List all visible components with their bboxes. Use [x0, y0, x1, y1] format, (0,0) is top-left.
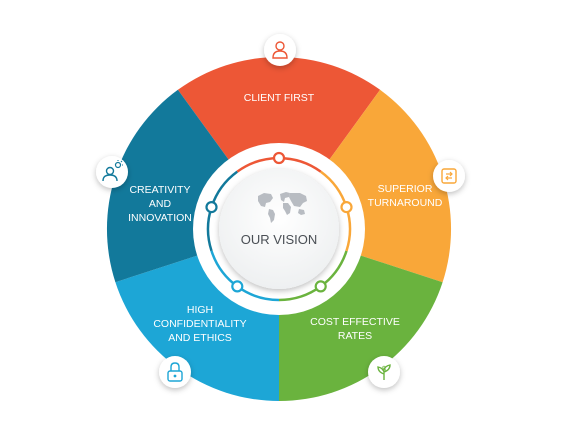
world-map-icon: [258, 192, 307, 223]
money-plant-icon: $: [377, 364, 391, 380]
label-line: SUPERIOR: [378, 183, 433, 195]
badge-circle: [433, 160, 465, 192]
badge-client-first: [264, 34, 296, 66]
badge-superior-turnaround: [433, 160, 465, 192]
label-line: CONFIDENTIALITY: [153, 318, 246, 330]
label-line: INNOVATION: [128, 212, 192, 224]
center-disc: [219, 169, 339, 289]
badge-circle: [96, 156, 128, 188]
label-high-confidentiality: HIGH CONFIDENTIALITY AND ETHICS: [153, 304, 246, 344]
label-creativity-innovation: CREATIVITY AND INNOVATION: [128, 184, 192, 224]
svg-text:$: $: [382, 366, 386, 373]
badge-high-confidentiality: [159, 356, 191, 388]
label-line: CREATIVITY: [129, 184, 190, 196]
label-superior-turnaround: SUPERIOR TURNAROUND: [368, 183, 443, 209]
label-client-first: CLIENT FIRST: [244, 92, 315, 104]
segment-labels: CLIENT FIRST SUPERIOR TURNAROUND COST EFFEC…: [128, 92, 443, 344]
wedge-client-first: [177, 56, 381, 229]
refresh-icon: [441, 168, 457, 184]
label-line: TURNAROUND: [368, 197, 443, 209]
center-title: OUR VISION: [241, 232, 318, 247]
ring-node-creativity-innovation: [205, 201, 218, 214]
idea-person-icon: [102, 160, 123, 182]
badge-creativity-innovation: [96, 156, 128, 188]
label-line: RATES: [338, 330, 372, 342]
label-line: HIGH: [187, 304, 213, 316]
ring-node-client-first: [272, 151, 286, 165]
label-line: AND: [149, 198, 172, 210]
label-line: AND ETHICS: [168, 332, 232, 344]
center-hub: OUR VISION: [193, 143, 365, 315]
label-line: COST EFFECTIVE: [310, 316, 400, 328]
lock-icon: [167, 362, 183, 382]
label-line: CLIENT FIRST: [244, 92, 315, 104]
badge-circle: [159, 356, 191, 388]
icon-badges: $: [96, 34, 465, 388]
label-cost-effective-rates: COST EFFECTIVE RATES: [310, 316, 400, 342]
ring-nodes: [205, 151, 353, 293]
ring-node-superior-turnaround: [340, 201, 353, 214]
ring-node-high-confidentiality: [231, 280, 244, 293]
ring-node-cost-effective-rates: [314, 280, 327, 293]
badge-cost-effective-rates: $: [368, 356, 400, 388]
user-icon: [272, 41, 288, 59]
